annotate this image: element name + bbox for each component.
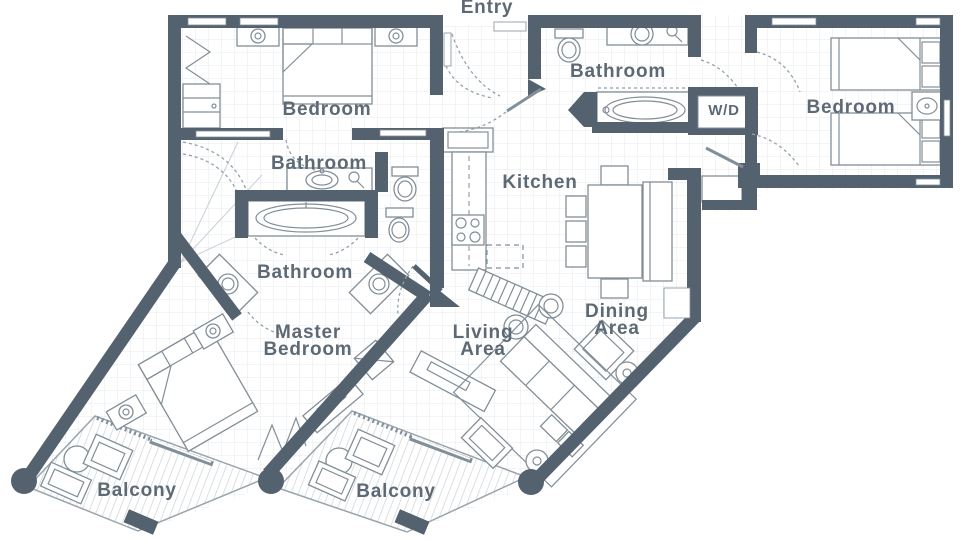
room-label-dining-1: Dining (585, 301, 649, 322)
room-label-master-1: Master (275, 322, 341, 343)
patio-chair-icon (82, 433, 134, 481)
entry-door-leaf (493, 21, 527, 32)
pillow (539, 413, 569, 443)
door-leaf (506, 87, 542, 113)
bathtub-icon (247, 200, 366, 237)
window (239, 17, 279, 26)
window (379, 129, 427, 137)
balcony-right-stub (394, 509, 430, 535)
bed-icon (282, 27, 373, 105)
dining-chair-icon (565, 195, 587, 218)
door-swing (327, 237, 359, 256)
hair-dryer-icon (348, 171, 360, 183)
dining-table-icon (587, 184, 643, 279)
banquette-icon (642, 181, 673, 282)
bathtub-icon (596, 91, 695, 128)
room-label-entry: Entry (461, 0, 514, 18)
bathroom-upper-furniture (247, 166, 419, 237)
room-label-kitchen: Kitchen (502, 172, 577, 193)
door-leaf (443, 32, 452, 67)
window (187, 17, 227, 26)
room-label-wd: W/D (708, 102, 740, 119)
window (915, 17, 941, 26)
hall-closet (701, 175, 743, 203)
doors (247, 21, 801, 337)
dining-furniture (565, 165, 673, 385)
room-label-master-2: Bedroom (264, 339, 353, 360)
toilet-icon (554, 28, 584, 63)
balcony-left-railing (96, 416, 214, 467)
wall-end-cap (258, 468, 284, 494)
door-leaf (412, 264, 443, 293)
room-label-bathroom-top: Bathroom (570, 61, 666, 82)
patio-lounger-icon (307, 460, 357, 502)
bed-icon (137, 323, 259, 453)
balcony-right-railing (353, 411, 473, 464)
dining-chair-icon (565, 220, 587, 243)
sink-icon (305, 170, 339, 190)
door-swing (451, 33, 501, 97)
wall-end-cap (11, 468, 37, 494)
window (195, 130, 271, 138)
balcony-right-furniture (307, 428, 396, 502)
room-label-bedroom-left: Bedroom (283, 99, 372, 120)
balcony-right-deck (276, 410, 528, 533)
door-swing (457, 111, 507, 133)
dining-chair-icon (565, 245, 587, 268)
room-label-balcony-left: Balcony (97, 480, 177, 501)
walls (11, 15, 953, 495)
bed-icon (830, 37, 943, 91)
tv-console-icon (409, 349, 497, 413)
room-label-bathroom-lower: Bathroom (257, 262, 353, 283)
room-label-living-1: Living (453, 322, 514, 343)
room-label-dining-2: Area (594, 318, 639, 339)
windows (187, 17, 951, 319)
door-swing (247, 311, 289, 337)
bed-icon (830, 112, 943, 166)
patio-chair-icon (344, 428, 396, 476)
bedroom-left-furniture (182, 25, 418, 129)
dining-chair-icon (600, 278, 629, 299)
bathroom-top-furniture (554, 21, 695, 128)
room-label-bathroom-upper: Bathroom (271, 153, 367, 174)
dining-chair-icon (600, 165, 629, 186)
window (663, 287, 691, 319)
room-label-bedroom-right: Bedroom (807, 97, 896, 118)
window (943, 99, 951, 137)
dresser-icon (182, 83, 221, 129)
room-label-balcony-right: Balcony (356, 481, 436, 502)
toilet-icon (391, 166, 419, 202)
stove-icon (451, 214, 485, 246)
window (915, 178, 941, 186)
door-swing (756, 51, 801, 93)
door-leaf (705, 146, 744, 169)
bar-stool-icon (538, 293, 564, 319)
sink-vanity-icon (911, 91, 943, 121)
balcony-left-furniture (39, 433, 134, 505)
toilet-icon (385, 207, 414, 243)
door-swing (254, 237, 286, 256)
nightstand-icon (105, 393, 148, 431)
balcony-left-stub (123, 509, 159, 535)
wall-end-cap (518, 469, 544, 495)
nightstand-icon (192, 312, 235, 350)
door-swing (700, 59, 739, 89)
labels: Entry Bathroom Bedroom Bedroom Bathroom … (97, 0, 896, 502)
closet-folding-door-icon (184, 35, 212, 85)
room-label-living-2: Area (460, 339, 505, 360)
dishwasher-icon (486, 244, 524, 269)
ottoman-icon (460, 416, 514, 470)
window (771, 17, 817, 26)
